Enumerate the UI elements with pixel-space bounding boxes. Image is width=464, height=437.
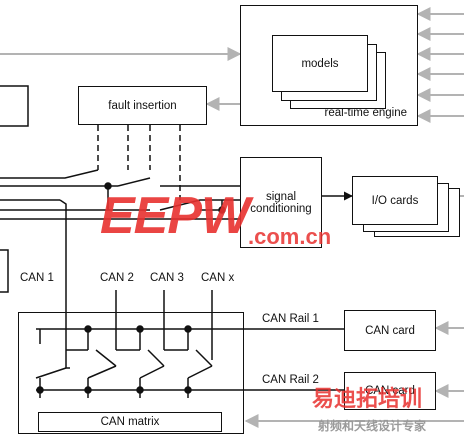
can-1-label: CAN 1 [20, 272, 54, 284]
signal-conditioning-block: signal conditioning [240, 157, 322, 248]
can-2-label: CAN 2 [100, 272, 134, 284]
can-card-1-block: CAN card [344, 310, 436, 351]
signal-wires [0, 85, 353, 398]
can-rail-2-label: CAN Rail 2 [262, 374, 319, 386]
engine-input-arrows [0, 7, 464, 428]
can-matrix-label: CAN matrix [100, 416, 160, 428]
models-label: models [301, 57, 339, 70]
can-matrix-label-box: CAN matrix [38, 412, 222, 432]
io-cards-label: I/O cards [371, 194, 419, 207]
can-3-label: CAN 3 [150, 272, 184, 284]
can-x-label: CAN x [201, 272, 235, 284]
models-block: models [272, 35, 368, 92]
can-matrix-frame [18, 312, 244, 434]
can-card-2-block: CAN card [344, 372, 436, 410]
signal-label: signal [265, 190, 297, 203]
io-cards-block: I/O cards [352, 176, 438, 225]
fault-insertion-label: fault insertion [108, 99, 177, 112]
can-card-1-label: CAN card [365, 324, 415, 337]
can-card-2-label: CAN card [365, 385, 415, 397]
fault-insertion-block: fault insertion [78, 86, 207, 125]
can-rail-1-label: CAN Rail 1 [262, 313, 319, 325]
conditioning-label: conditioning [250, 202, 312, 215]
real-time-engine-label: real-time engine [324, 107, 407, 119]
